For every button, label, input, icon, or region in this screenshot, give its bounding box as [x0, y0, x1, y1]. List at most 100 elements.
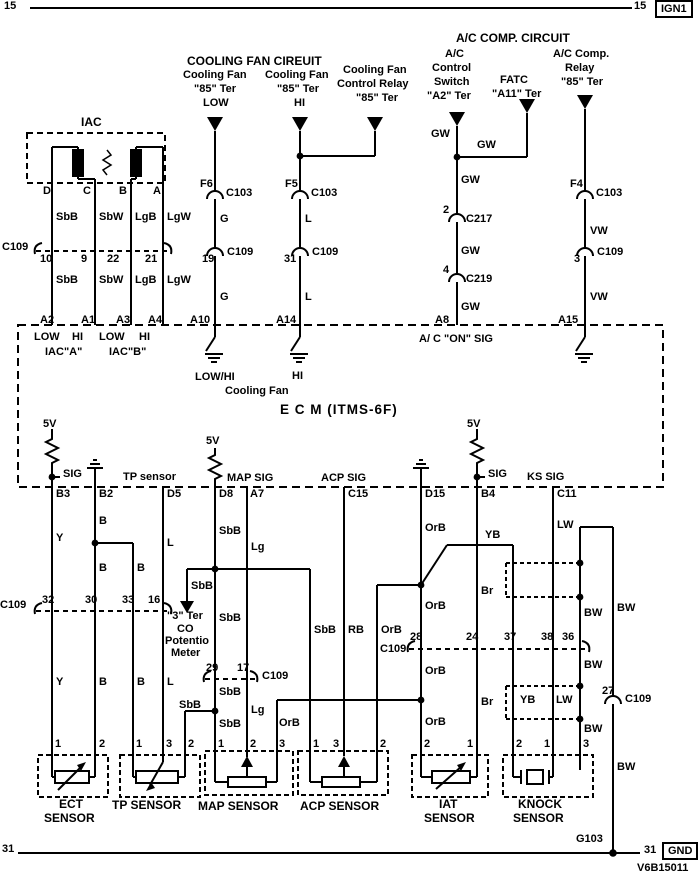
wire-yb-2: YB	[520, 694, 536, 706]
co-meter-line2: CO	[177, 623, 194, 635]
wire-lw-2: LW	[556, 694, 573, 706]
ecm-title: E C M (ITMS-6F)	[280, 402, 398, 417]
map-sig-label: MAP SIG	[227, 472, 274, 484]
ecm-low-2: LOW	[99, 331, 125, 343]
tp-pin-3: 3	[166, 738, 173, 750]
iac-title: IAC	[81, 115, 102, 129]
ac-relay-line3: "85" Ter	[561, 76, 604, 88]
pin-21: 21	[145, 253, 158, 265]
co-meter-line1: "3" Ter	[167, 610, 203, 622]
ecm-pin-b4: B4	[481, 488, 496, 500]
wire-sbb-7: SbB	[179, 699, 201, 711]
fuse-f5-c103: C103	[311, 187, 338, 199]
wire-br-1: Br	[481, 585, 494, 597]
ecm-pin-a3: A3	[116, 314, 131, 326]
cf-relay-line2: Control Relay	[337, 78, 409, 90]
wire-bw-3: BW	[584, 659, 603, 671]
pin-3-c109: C109	[597, 246, 624, 258]
pin-4: 4	[443, 264, 450, 276]
ecm-hi-1: HI	[72, 331, 83, 343]
cooling-fan-circuit-title: COOLING FAN CIREUIT	[187, 54, 322, 68]
conn-c217: C217	[466, 213, 493, 225]
ac-switch-line3: Switch	[434, 76, 470, 88]
wire-y-2: Y	[56, 676, 64, 688]
wire-sbb-co: SbB	[191, 580, 213, 592]
pin-2: 2	[443, 204, 450, 216]
ecm-pin-a7: A7	[250, 488, 265, 500]
iat-sensor-name-2: SENSOR	[424, 811, 475, 825]
ecm-pin-a4: A4	[148, 314, 163, 326]
rail-15-left: 15	[4, 0, 17, 12]
cf-relay-line1: Cooling Fan	[343, 64, 407, 76]
wire-br-2: Br	[481, 696, 494, 708]
knock-sensor-name-2: SENSOR	[513, 811, 564, 825]
wire-b-3: B	[137, 562, 145, 574]
fatc-line1: FATC	[500, 74, 528, 86]
wire-sbw-1: SbW	[99, 211, 124, 223]
ecm-pin-b3: B3	[56, 488, 71, 500]
ecm-pin-a15: A15	[558, 314, 579, 326]
tp-sensor-label: TP sensor	[123, 471, 176, 483]
fuse-f6-c103: C103	[226, 187, 253, 199]
pin-33: 33	[122, 594, 135, 606]
iac-terminal-d: D	[43, 185, 51, 197]
pin-31: 31	[284, 253, 297, 265]
ect-pin-2: 2	[99, 738, 106, 750]
wire-lgw-1: LgW	[167, 211, 191, 223]
acp-sig-label: ACP SIG	[321, 472, 367, 484]
rail-31-left: 31	[2, 843, 15, 855]
ac-circuit-wires	[448, 95, 594, 325]
acp-pin-1: 1	[313, 738, 320, 750]
wire-g-1: G	[220, 213, 229, 225]
pin-28: 28	[410, 631, 423, 643]
wire-yb-1: YB	[485, 529, 501, 541]
wire-l-4: L	[167, 676, 174, 688]
wire-orb-6: OrB	[425, 716, 446, 728]
iac-b-label: IAC"B"	[109, 346, 147, 358]
wire-lgb-1: LgB	[135, 211, 157, 223]
cf-low-line2: "85" Ter	[194, 83, 237, 95]
wire-b-1: B	[99, 515, 107, 527]
wire-orb-1: OrB	[425, 522, 446, 534]
ecm-pin-b2: B2	[99, 488, 114, 500]
wire-sbb-8: SbB	[219, 718, 241, 730]
ecm-pin-d15: D15	[425, 488, 446, 500]
ect-pin-1: 1	[55, 738, 62, 750]
5v-label-3: 5V	[467, 418, 481, 430]
pin-36: 36	[562, 631, 575, 643]
ecm-pin-c15: C15	[348, 488, 369, 500]
wire-sbb-4: SbB	[219, 612, 241, 624]
wire-sbw-2: SbW	[99, 274, 124, 286]
document-id: V6B15011	[637, 862, 689, 874]
pin-9: 9	[81, 253, 88, 265]
wire-orb-2: OrB	[425, 600, 446, 612]
ecm-pin-d5: D5	[167, 488, 182, 500]
wire-orb-4: OrB	[425, 665, 446, 677]
c109-row3-label: C109	[262, 670, 289, 682]
cooling-fan-wires	[206, 117, 383, 325]
cf-low-line1: Cooling Fan	[183, 69, 247, 81]
map-pin-3: 3	[279, 738, 286, 750]
wire-sbb-2: SbB	[56, 274, 78, 286]
ecm-pin-a1: A1	[81, 314, 96, 326]
cf-relay-line3: "85" Ter	[356, 92, 399, 104]
wire-bw-5: BW	[617, 761, 636, 773]
pin-16: 16	[148, 594, 161, 606]
ecm-pin-a10: A10	[190, 314, 211, 326]
low-hi-label: LOW/HI	[195, 371, 235, 383]
acp-sensor-name: ACP SENSOR	[300, 799, 380, 813]
wire-gw-3: GW	[461, 174, 480, 186]
pin-17: 17	[237, 662, 250, 674]
rail-15-right: 15	[634, 0, 647, 12]
knock-pin-2: 2	[516, 738, 523, 750]
sensor-harness-wires	[51, 487, 622, 853]
map-sensor-name: MAP SENSOR	[198, 799, 279, 813]
ecm-pin-d8: D8	[219, 488, 234, 500]
iac-symbol	[26, 132, 166, 184]
iat-pin-1: 1	[467, 738, 474, 750]
5v-label-1: 5V	[43, 418, 57, 430]
sig-label-2: SIG	[488, 468, 507, 480]
fuse-f4: F4	[570, 178, 583, 190]
iat-sensor-name-1: IAT	[439, 797, 458, 811]
ac-relay-line2: Relay	[565, 62, 595, 74]
